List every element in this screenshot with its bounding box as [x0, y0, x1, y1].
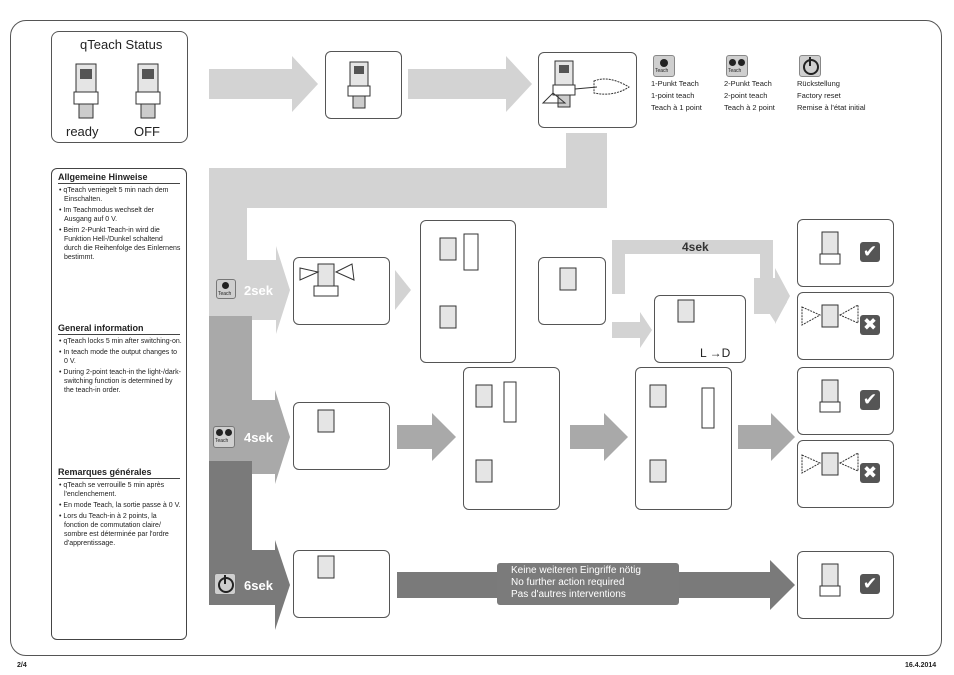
sensor-icon — [475, 381, 517, 483]
check-icon: ✔ — [860, 390, 880, 410]
info-item: • Beim 2-Punkt Teach-in wird die Funktio… — [59, 227, 181, 261]
sensor-icon — [559, 267, 577, 291]
step-2sek-label: 2sek — [244, 283, 273, 298]
sensor-with-hand-icon — [541, 60, 630, 108]
info-panel: Allgemeine Hinweise • qTeach verriegelt … — [51, 168, 187, 640]
info-list-en: • qTeach locks 5 min after switching-on.… — [58, 337, 182, 397]
info-title-fr: Remarques générales — [58, 467, 152, 477]
sensor-images — [73, 63, 161, 119]
sensor-icon — [299, 263, 355, 297]
arrow-to-results-1 — [754, 268, 790, 324]
result-box-1: ✔ — [797, 219, 894, 287]
arrow-4sek-3 — [738, 413, 795, 461]
top-step-box-2 — [538, 52, 637, 128]
page-number: 2/4 — [17, 662, 27, 669]
info-list-de: • qTeach verriegelt 5 min nach dem Einsc… — [58, 186, 182, 264]
illustration-2sek-loop — [654, 295, 746, 363]
power-reset-icon — [214, 573, 236, 595]
status-ready-label: ready — [66, 124, 99, 139]
sensor-icon — [649, 384, 715, 483]
illustration-2sek-teach — [293, 257, 390, 325]
result-box-3: ✔ — [797, 367, 894, 435]
arrow-loop-return — [612, 312, 652, 348]
light-dark-label: L →D — [700, 346, 731, 360]
sensor-icon — [819, 379, 841, 413]
teach-icon-label: Teach — [728, 68, 742, 74]
arrow-top-2 — [408, 56, 532, 112]
result-box-2: ✖ — [797, 292, 894, 360]
teach-icon-label: Teach — [215, 438, 229, 444]
info-list-fr: • qTeach se verrouille 5 min après l'enc… — [58, 481, 182, 550]
illustration-4sek-teach — [293, 402, 390, 470]
page-frame — [10, 20, 942, 656]
arrow-top-1 — [209, 56, 318, 112]
power-reset-icon — [799, 55, 821, 77]
legend-reset-fr: Remise à l'état initial — [797, 103, 866, 112]
document-date: 16.4.2014 — [905, 662, 937, 669]
info-title-de: Allgemeine Hinweise — [58, 172, 148, 182]
legend-reset-de: Rückstellung — [797, 79, 840, 88]
sensor-icon — [317, 409, 335, 433]
cross-icon: ✖ — [860, 463, 880, 483]
legend-two-point-en: 2-point teach — [724, 91, 768, 100]
sensor-icon — [439, 233, 479, 329]
info-item: • Lors du Teach-in à 2 points, la foncti… — [59, 513, 169, 547]
teach-button-one-dot-icon: Teach — [216, 279, 236, 299]
sensor-icon — [819, 563, 841, 597]
teach-button-two-dots-icon: Teach — [726, 55, 748, 77]
status-off-label: OFF — [134, 124, 160, 139]
step-6sek-label: 6sek — [244, 578, 273, 593]
info-item: • qTeach locks 5 min after switching-on. — [59, 338, 182, 345]
info-item: • During 2-point teach-in the light-/dar… — [59, 369, 181, 394]
top-step-box-1 — [325, 51, 402, 119]
legend-two-point-fr: Teach à 2 point — [724, 103, 775, 112]
legend-reset-en: Factory reset — [797, 91, 841, 100]
teach-icon-label: Teach — [655, 68, 669, 74]
banner-en: No further action required — [511, 577, 625, 588]
check-icon: ✔ — [860, 574, 880, 594]
teach-button-one-dot-icon: Teach — [653, 55, 675, 77]
loop-4sek-label: 4sek — [682, 240, 709, 254]
no-action-banner: Keine weiteren Eingriffe nötig No furthe… — [497, 563, 679, 605]
info-item: • qTeach verriegelt 5 min nach dem Einsc… — [59, 187, 169, 203]
sensor-icon — [801, 452, 859, 476]
arrow-4sek-2 — [570, 413, 628, 461]
teach-icon-label: Teach — [218, 291, 232, 297]
legend: Teach 1-Punkt Teach 1-point teach Teach … — [651, 52, 891, 117]
sensor-icon — [819, 231, 841, 265]
info-item: • In teach mode the output changes to 0 … — [59, 349, 178, 365]
result-box-5: ✔ — [797, 551, 894, 619]
arrow-2sek-chevron — [395, 270, 411, 310]
arrow-4sek-1 — [397, 413, 456, 461]
illustration-6sek-reset — [293, 550, 390, 618]
sensor-off-icon — [135, 63, 161, 119]
legend-one-point-en: 1-point teach — [651, 91, 695, 100]
step-4sek-label: 4sek — [244, 430, 273, 445]
info-item: • Im Teachmodus wechselt der Ausgang auf… — [59, 207, 154, 223]
legend-one-point-fr: Teach à 1 point — [651, 103, 702, 112]
result-box-4: ✖ — [797, 440, 894, 508]
info-item: • En mode Teach, la sortie passe à 0 V. — [59, 502, 181, 509]
legend-two-point-de: 2-Punkt Teach — [724, 79, 772, 88]
info-title-en: General information — [58, 323, 144, 333]
info-item: • qTeach se verrouille 5 min après l'enc… — [59, 482, 165, 498]
cross-icon: ✖ — [860, 315, 880, 335]
legend-one-point-de: 1-Punkt Teach — [651, 79, 699, 88]
sensor-icon — [317, 555, 335, 579]
status-title: qTeach Status — [80, 37, 163, 52]
sensor-ready-icon — [73, 63, 99, 119]
banner-de: Keine weiteren Eingriffe nötig — [511, 565, 641, 576]
arrow-4sek-loop — [612, 240, 787, 322]
banner-fr: Pas d'autres interventions — [511, 589, 626, 600]
check-icon: ✔ — [860, 242, 880, 262]
sensor-icon — [801, 304, 859, 328]
arrow-flow-connector — [209, 133, 607, 334]
sensor-icon — [677, 299, 695, 323]
status-panel: qTeach Status ready OFF — [51, 31, 188, 143]
sensor-icon — [347, 61, 371, 109]
teach-button-two-dots-icon: Teach — [213, 426, 235, 448]
